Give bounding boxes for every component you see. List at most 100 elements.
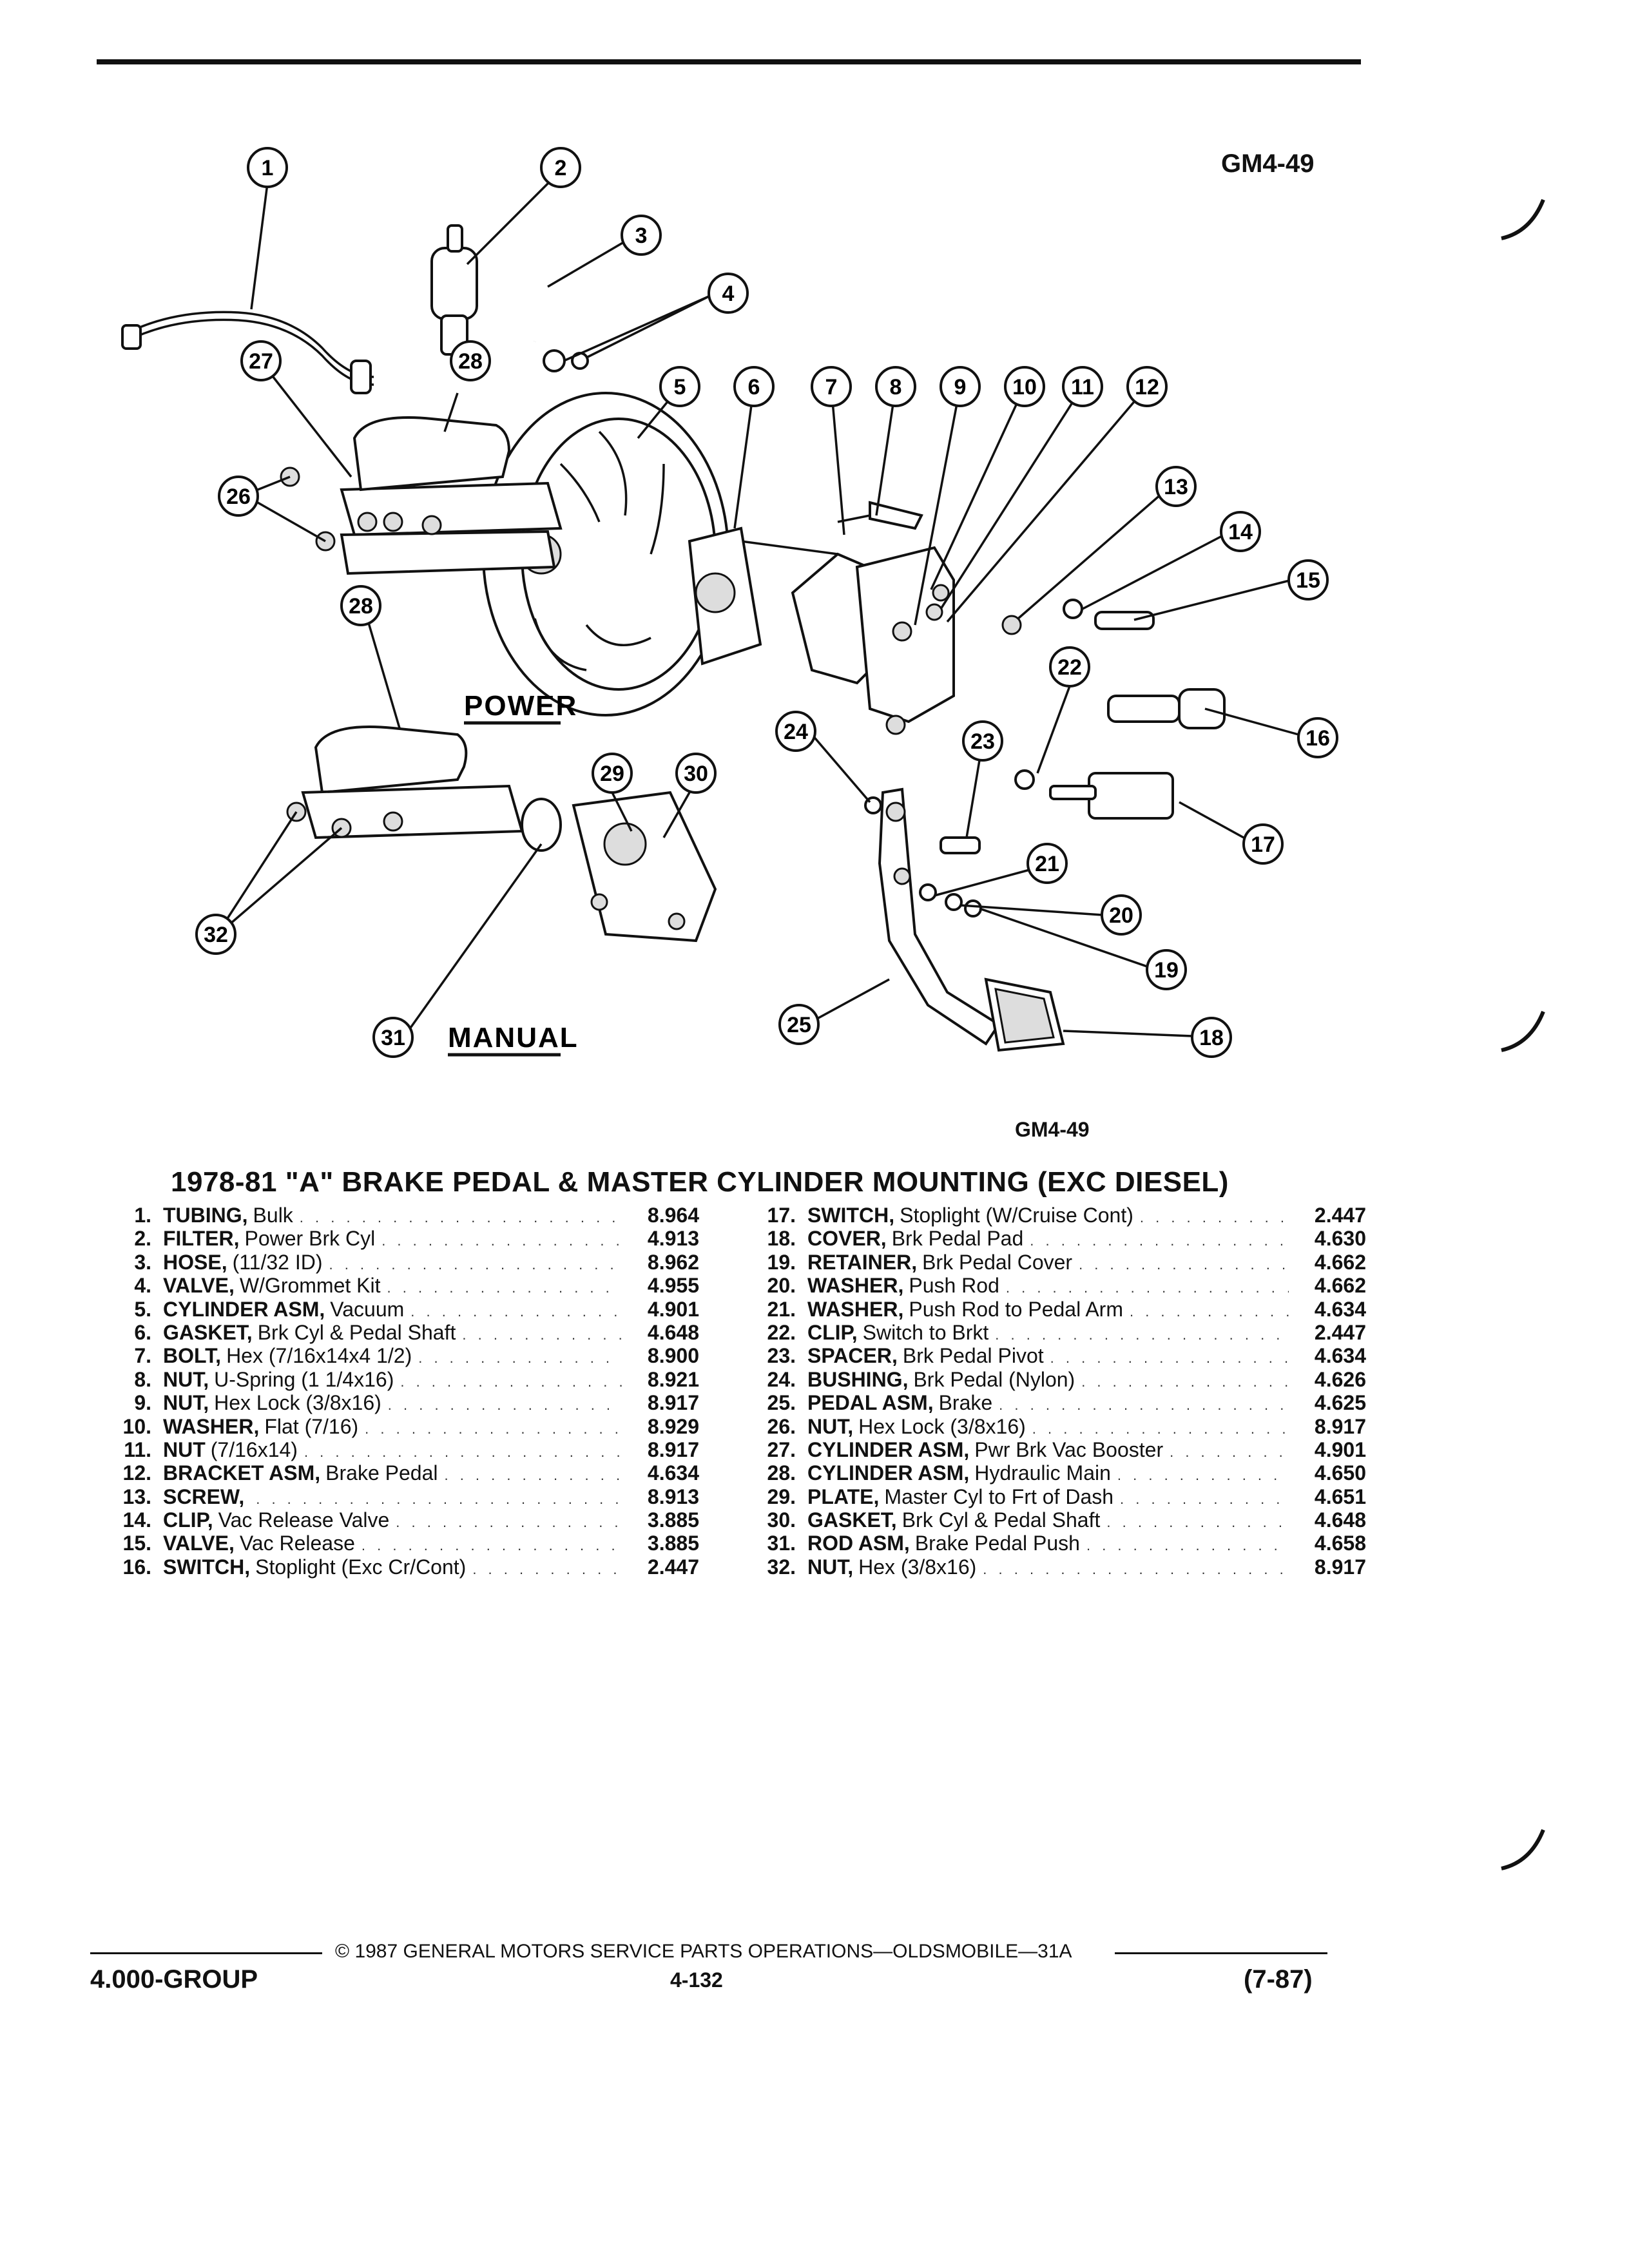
- part-description: Switch to Brkt: [862, 1320, 989, 1344]
- part-group-code: 8.917: [647, 1437, 699, 1461]
- svg-text:2: 2: [555, 156, 567, 180]
- part-number: 19.: [767, 1250, 796, 1274]
- svg-text:28: 28: [458, 349, 483, 374]
- part-group-code: 4.630: [1314, 1227, 1366, 1251]
- part-name: CYLINDER ASM,: [163, 1297, 325, 1321]
- part-number: 29.: [767, 1485, 796, 1508]
- part-group-code: 4.625: [1314, 1391, 1366, 1415]
- stoplight-switch-17: [1049, 772, 1174, 820]
- valve-15: [1094, 611, 1155, 630]
- part-number: 26.: [767, 1414, 796, 1438]
- parts-row: 27.CYLINDER ASM,Pwr Brk Vac Booster. . .…: [735, 1438, 1366, 1461]
- part-group-code: 8.917: [1314, 1555, 1366, 1579]
- parts-row: 23.SPACER,Brk Pedal Pivot. . . . . . . .…: [735, 1344, 1366, 1367]
- callout-18: 18: [1191, 1017, 1232, 1058]
- section-label-manual: MANUAL: [448, 1022, 579, 1053]
- callout-8: 8: [875, 366, 916, 407]
- manual-master-cylinder: [286, 726, 524, 840]
- part-number: 25.: [767, 1391, 796, 1415]
- part-description: Brk Pedal Pivot: [902, 1344, 1044, 1368]
- part-name: COVER,: [807, 1227, 887, 1251]
- figure-code: GM4-49: [1221, 149, 1315, 178]
- part-name: CYLINDER ASM,: [807, 1437, 970, 1461]
- callout-1: 1: [247, 147, 288, 188]
- part-group-code: 8.962: [647, 1250, 699, 1274]
- callout-29: 29: [592, 753, 633, 794]
- parts-row: 6.GASKET,Brk Cyl & Pedal Shaft. . . . . …: [90, 1321, 699, 1344]
- part-group-code: 3.885: [647, 1508, 699, 1532]
- part-number: 15.: [122, 1532, 151, 1555]
- footer-rule-left: [90, 1952, 322, 1954]
- part-group-code: 2.447: [647, 1555, 699, 1579]
- svg-text:3: 3: [635, 224, 648, 248]
- part-group-code: 4.648: [1314, 1508, 1366, 1532]
- parts-row: 11.NUT(7/16x14). . . . . . . . . . . . .…: [90, 1438, 699, 1461]
- part-description: Vac Release: [239, 1532, 355, 1555]
- vacuum-filter: [430, 224, 478, 356]
- part-number: 6.: [134, 1320, 151, 1344]
- part-description: (11/32 ID): [232, 1250, 323, 1274]
- part-description: Brake Pedal: [325, 1461, 438, 1485]
- part-name: NUT,: [163, 1367, 209, 1391]
- callout-11: 11: [1062, 366, 1103, 407]
- svg-text:32: 32: [204, 923, 228, 947]
- svg-text:1: 1: [262, 156, 274, 180]
- parts-row: 12.BRACKET ASM,Brake Pedal. . . . . . . …: [90, 1461, 699, 1485]
- callout-32: 32: [195, 914, 236, 955]
- parts-row: 5.CYLINDER ASM,Vacuum. . . . . . . . . .…: [90, 1298, 699, 1321]
- part-name: PLATE,: [807, 1485, 880, 1508]
- part-name: GASKET,: [807, 1508, 897, 1532]
- part-name: NUT: [163, 1437, 206, 1461]
- svg-text:17: 17: [1251, 832, 1275, 857]
- part-number: 14.: [122, 1508, 151, 1532]
- callout-16: 16: [1297, 717, 1338, 758]
- dot-leader: . . . . . . . . . . . . . . . . . . . . …: [1050, 1350, 1289, 1367]
- part-name: SWITCH,: [163, 1555, 251, 1579]
- part-group-code: 8.900: [647, 1344, 699, 1368]
- part-number: 5.: [134, 1297, 151, 1321]
- callout-7: 7: [811, 366, 852, 407]
- part-number: 16.: [122, 1555, 151, 1579]
- part-number: 20.: [767, 1274, 796, 1298]
- dot-leader: . . . . . . . . . . . . . . . . . . . . …: [256, 1490, 622, 1507]
- callout-17: 17: [1242, 823, 1284, 865]
- parts-row: 19.RETAINER,Brk Pedal Cover. . . . . . .…: [735, 1251, 1366, 1274]
- part-name: ROD ASM,: [807, 1532, 910, 1555]
- part-name: NUT,: [163, 1391, 209, 1415]
- part-number: 17.: [767, 1204, 796, 1227]
- brake-pedal: [878, 787, 1001, 1046]
- part-description: Vac Release Valve: [218, 1508, 390, 1532]
- part-group-code: 4.650: [1314, 1461, 1366, 1485]
- part-name: WASHER,: [807, 1297, 904, 1321]
- svg-text:7: 7: [825, 375, 838, 399]
- part-number: 22.: [767, 1320, 796, 1344]
- callout-leaders: [224, 169, 1299, 1037]
- part-description: Hydraulic Main: [974, 1461, 1111, 1485]
- dot-leader: . . . . . . . . . . . . . . . . . . . . …: [299, 1209, 622, 1225]
- callout-28-manual: 28: [340, 585, 381, 626]
- dot-leader: . . . . . . . . . . . . . . . . . . . . …: [365, 1420, 622, 1437]
- part-description: Master Cyl to Frt of Dash: [884, 1485, 1114, 1508]
- svg-text:6: 6: [748, 375, 760, 399]
- part-description: Hex Lock (3/8x16): [214, 1391, 381, 1415]
- dot-leader: . . . . . . . . . . . . . . . . . . . . …: [1030, 1233, 1289, 1249]
- callout-22: 22: [1049, 646, 1090, 687]
- part-description: Power Brk Cyl: [244, 1227, 376, 1251]
- part-description: Vacuum: [330, 1297, 405, 1321]
- part-group-code: 4.955: [647, 1274, 699, 1298]
- part-group-code: 4.662: [1314, 1274, 1366, 1298]
- dot-leader: . . . . . . . . . . . . . . . . . . . . …: [304, 1443, 622, 1460]
- part-description: Stoplight (W/Cruise Cont): [900, 1204, 1133, 1227]
- part-group-code: 4.651: [1314, 1485, 1366, 1508]
- part-name: FILTER,: [163, 1227, 240, 1251]
- callout-21: 21: [1027, 843, 1068, 884]
- svg-text:16: 16: [1306, 726, 1330, 751]
- parts-row: 31.ROD ASM,Brake Pedal Push. . . . . . .…: [735, 1532, 1366, 1555]
- part-number: 32.: [767, 1555, 796, 1579]
- parts-row: 13.SCREW,. . . . . . . . . . . . . . . .…: [90, 1485, 699, 1508]
- stoplight-switch-16: [1107, 688, 1226, 729]
- footer-rule-right: [1115, 1952, 1327, 1954]
- callout-10: 10: [1004, 366, 1045, 407]
- part-description: Flat (7/16): [264, 1414, 359, 1438]
- part-name: HOSE,: [163, 1250, 227, 1274]
